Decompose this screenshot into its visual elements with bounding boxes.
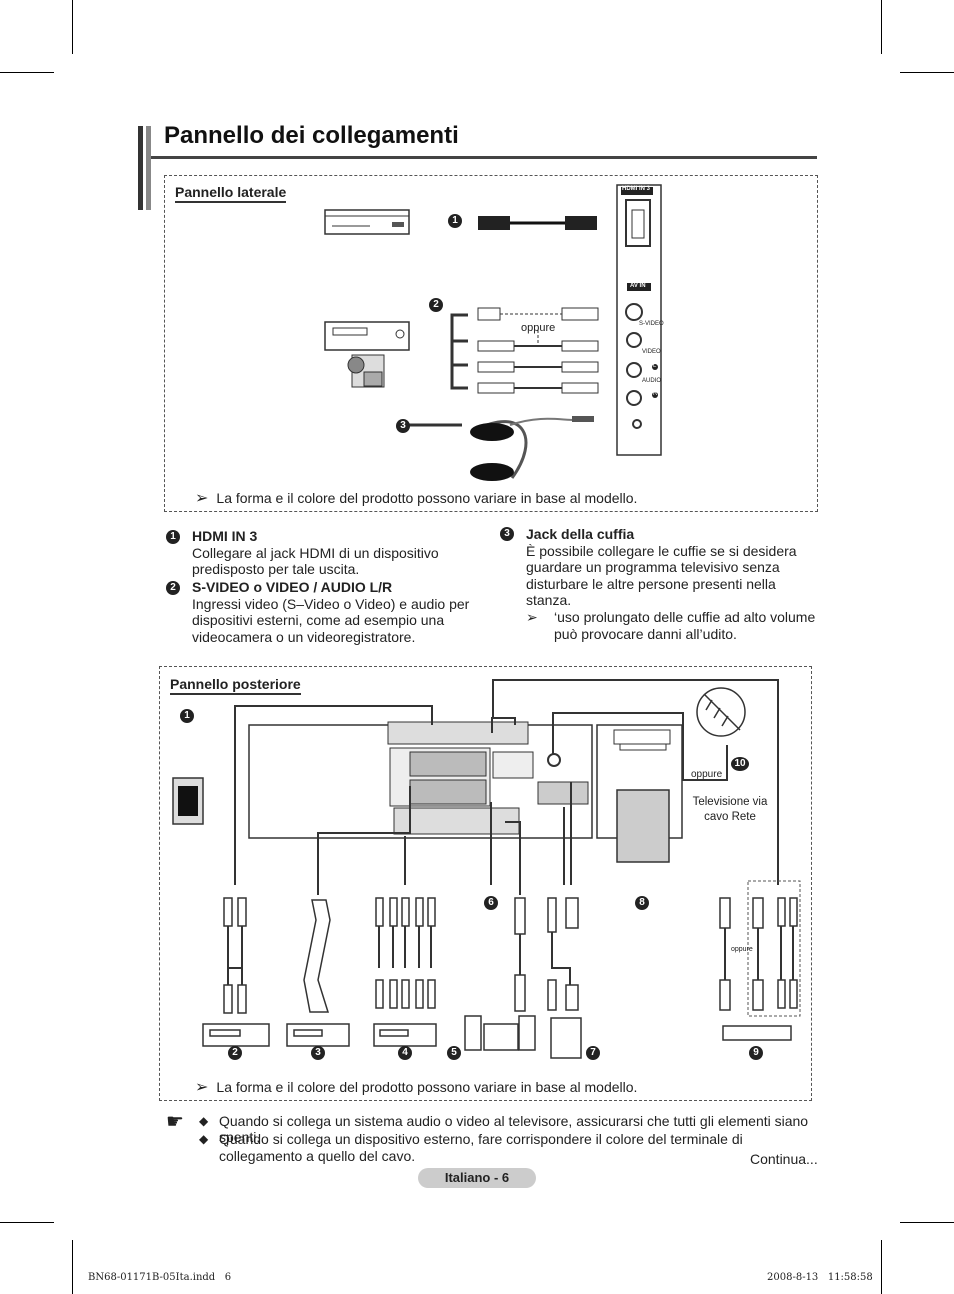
desc-text: Ingressi video (S–Video o Video) e audio… bbox=[192, 595, 470, 645]
crop-mark bbox=[72, 1240, 73, 1294]
bullet-1: Quando si collega un sistema audio o vid… bbox=[219, 1113, 809, 1145]
rear-panel-note-text: La forma e il colore del prodotto posson… bbox=[216, 1079, 638, 1095]
side-panel-note: ➢ La forma e il colore del prodotto posso… bbox=[195, 488, 637, 508]
port-avin-label: AV IN bbox=[630, 283, 646, 289]
rear-panel-diagram bbox=[172, 721, 683, 839]
number-badge-1: 1 bbox=[448, 214, 462, 228]
title-accent-bar bbox=[138, 126, 143, 210]
headphones-illustration bbox=[405, 416, 594, 481]
side-panel-label: Pannello laterale bbox=[175, 184, 287, 203]
diamond-icon: ◆ bbox=[199, 1132, 209, 1146]
desc-headphone-note: ➢ ‘uso prolungato delle cuffie ad alto v… bbox=[526, 609, 818, 642]
arrow-icon: ➢ bbox=[526, 609, 538, 625]
arrow-icon: ➢ bbox=[195, 1079, 209, 1096]
rear-panel-box bbox=[159, 666, 812, 1101]
rear-badge-7: 7 bbox=[586, 1046, 600, 1060]
crop-mark bbox=[881, 0, 882, 54]
crop-mark bbox=[881, 1240, 882, 1294]
desc-note-text: ‘uso prolungato delle cuffie ad alto vol… bbox=[554, 609, 816, 642]
page-number-label: Italiano - 6 bbox=[418, 1168, 536, 1188]
rear-badge-5: 5 bbox=[447, 1046, 461, 1060]
desc-title: HDMI IN 3 bbox=[192, 528, 258, 544]
rear-oppure-label: oppure bbox=[691, 769, 723, 780]
continue-link[interactable]: Continua... bbox=[750, 1151, 818, 1167]
arrow-icon: ➢ bbox=[195, 490, 209, 507]
rear-badge-3: 3 bbox=[311, 1046, 325, 1060]
crop-mark bbox=[72, 0, 73, 54]
devices bbox=[202, 789, 792, 1059]
tv-side-panel bbox=[616, 184, 662, 456]
rca-cables bbox=[477, 340, 599, 394]
port-hdmi-label: HDMI IN 3 bbox=[622, 186, 651, 192]
hdmi-cable-illustration bbox=[478, 216, 597, 230]
desc-badge-3: 3 bbox=[500, 527, 514, 541]
antenna-caption: Televisione via cavo Rete bbox=[692, 796, 768, 823]
rear-panel-note: ➢ La forma e il colore del prodotto posso… bbox=[195, 1077, 637, 1097]
desc-badge-1: 1 bbox=[166, 530, 180, 544]
bullet-2: Quando si collega un dispositivo esterno… bbox=[219, 1131, 743, 1164]
title-accent-bar bbox=[146, 126, 151, 210]
port-audio-label: AUDIO bbox=[642, 378, 662, 384]
number-badge-2: 2 bbox=[429, 298, 443, 312]
desc-badge-2: 2 bbox=[166, 581, 180, 595]
port-video-label: VIDEO bbox=[642, 349, 661, 355]
rear-badge-10: 10 bbox=[731, 757, 749, 771]
desc-title: S-VIDEO o VIDEO / AUDIO L/R bbox=[192, 579, 393, 595]
svideo-cable bbox=[477, 307, 599, 321]
crop-mark bbox=[0, 1222, 54, 1223]
port-left-label: L bbox=[653, 363, 657, 369]
antenna-illustration bbox=[696, 687, 746, 737]
hand-icon: ☛ bbox=[166, 1111, 184, 1133]
rear-badge-4: 4 bbox=[398, 1046, 412, 1060]
crop-mark bbox=[900, 1222, 954, 1223]
vcr-illustration bbox=[324, 321, 410, 351]
side-panel-box bbox=[164, 175, 818, 512]
side-panel-note-text: La forma e il colore del prodotto posson… bbox=[216, 490, 638, 506]
print-file-info: BN68-01171B-05Ita.indd 6 bbox=[88, 1272, 232, 1283]
crop-mark bbox=[0, 72, 54, 73]
crop-mark bbox=[900, 72, 954, 73]
rear-badge-9: 9 bbox=[749, 1046, 763, 1060]
rear-badge-6: 6 bbox=[484, 896, 498, 910]
desc-title: Jack della cuffia bbox=[526, 526, 635, 542]
number-badge-3: 3 bbox=[396, 419, 410, 433]
desc-svideo: S-VIDEO o VIDEO / AUDIO L/R Ingressi vid… bbox=[192, 579, 477, 645]
camcorder-illustration bbox=[347, 354, 385, 388]
desc-text: Collegare al jack HDMI di un dispositivo… bbox=[192, 544, 439, 578]
rear-badge-2: 2 bbox=[228, 1046, 242, 1060]
rear-badge-8: 8 bbox=[635, 896, 649, 910]
oppure-label: oppure bbox=[521, 322, 556, 334]
port-right-label: R bbox=[653, 391, 658, 397]
title-rule bbox=[151, 156, 817, 159]
page-title: Pannello dei collegamenti bbox=[164, 122, 459, 149]
dvd-player-illustration bbox=[324, 209, 410, 235]
rear-oppure-label-2: oppure bbox=[731, 946, 753, 953]
port-svideo-label: S-VIDEO bbox=[639, 321, 664, 327]
desc-headphone: Jack della cuffia È possibile collegare … bbox=[526, 526, 816, 609]
rear-badge-1: 1 bbox=[180, 709, 194, 723]
diamond-icon: ◆ bbox=[199, 1114, 209, 1128]
print-date-info: 2008-8-13 11:58:58 bbox=[767, 1272, 873, 1283]
desc-text: È possibile collegare le cuffie se si de… bbox=[526, 542, 797, 609]
desc-hdmi: HDMI IN 3 Collegare al jack HDMI di un d… bbox=[192, 528, 477, 578]
rear-panel-label: Pannello posteriore bbox=[170, 676, 301, 695]
